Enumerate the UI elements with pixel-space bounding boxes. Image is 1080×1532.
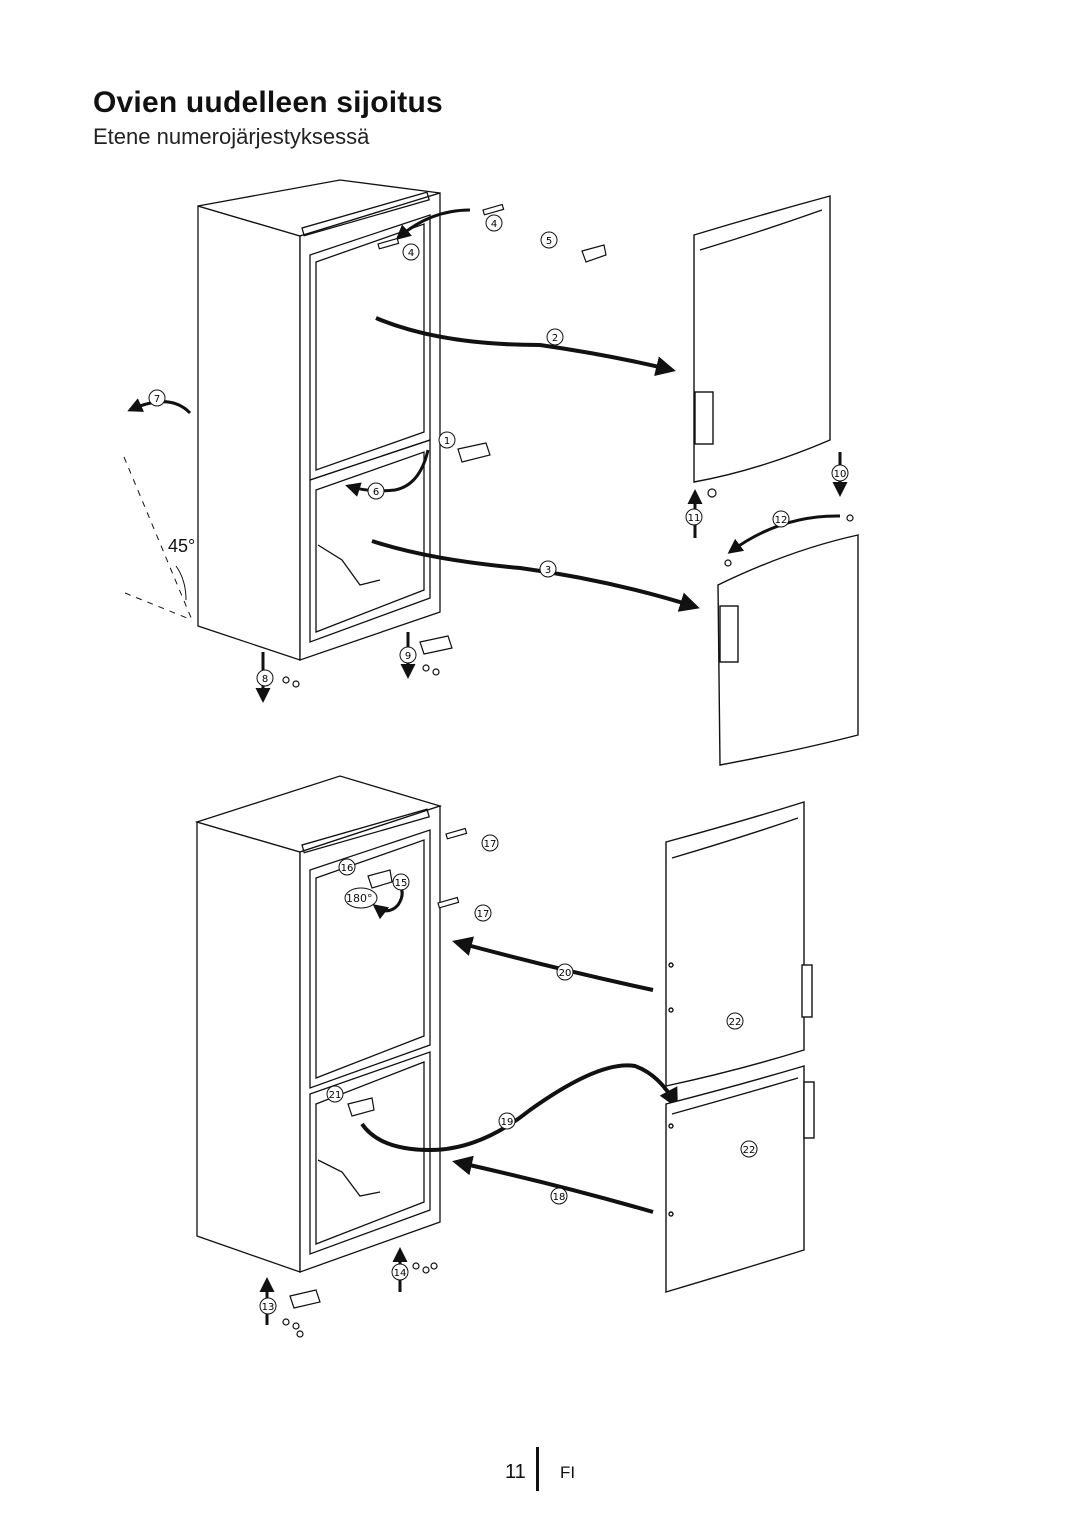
fridge-top	[197, 179, 441, 661]
step-13: 13	[259, 1297, 277, 1315]
svg-text:17: 17	[484, 839, 497, 850]
parts-bottom	[282, 827, 468, 1338]
step-8: 8	[256, 669, 274, 687]
step-21: 21	[326, 1085, 344, 1103]
svg-text:3: 3	[545, 565, 551, 576]
step-22b: 22	[740, 1140, 758, 1158]
step-18: 18	[550, 1187, 568, 1205]
step-17a: 17	[481, 834, 499, 852]
step-5: 5	[540, 231, 558, 249]
svg-text:5: 5	[546, 236, 552, 247]
svg-text:2: 2	[552, 333, 558, 344]
svg-text:20: 20	[559, 968, 572, 979]
svg-text:15: 15	[395, 878, 408, 889]
step-16: 16	[338, 858, 356, 876]
svg-text:17: 17	[477, 909, 490, 920]
step-4a: 4	[402, 243, 420, 261]
svg-text:22: 22	[729, 1017, 742, 1028]
step-14: 14	[391, 1263, 409, 1281]
svg-text:14: 14	[394, 1268, 407, 1279]
step-9: 9	[399, 646, 417, 664]
page-title: Ovien uudelleen sijoitus	[93, 86, 443, 119]
svg-text:22: 22	[743, 1145, 756, 1156]
step-22a: 22	[726, 1012, 744, 1030]
svg-text:18: 18	[553, 1192, 566, 1203]
language-code: FI	[560, 1463, 576, 1482]
step-7: 7	[148, 389, 166, 407]
svg-text:12: 12	[775, 515, 788, 526]
rotation-label: 180°	[346, 892, 373, 905]
svg-text:4: 4	[408, 248, 414, 259]
lower-door-2	[665, 1065, 815, 1293]
svg-text:21: 21	[329, 1090, 342, 1101]
page-number: 11	[505, 1461, 526, 1483]
step-20: 20	[556, 963, 574, 981]
angle-label: 45°	[168, 536, 195, 556]
svg-text:16: 16	[341, 863, 354, 874]
lower-door-1	[717, 534, 859, 766]
svg-text:9: 9	[405, 651, 411, 662]
svg-text:11: 11	[688, 513, 701, 524]
svg-text:10: 10	[834, 469, 847, 480]
svg-text:7: 7	[154, 394, 160, 405]
step-10: 10	[831, 464, 849, 482]
upper-door-1	[693, 195, 831, 483]
svg-text:6: 6	[373, 487, 379, 498]
step-17b: 17	[474, 904, 492, 922]
step-19: 19	[498, 1112, 516, 1130]
footer-divider	[536, 1447, 539, 1491]
step-12: 12	[772, 510, 790, 528]
fridge-bottom	[194, 775, 443, 1273]
step-1: 1	[438, 431, 456, 449]
page-subtitle: Etene numerojärjestyksessä	[93, 124, 370, 149]
step-6: 6	[367, 482, 385, 500]
step-15: 15	[392, 873, 410, 891]
step-4b: 4	[485, 214, 503, 232]
step-2: 2	[546, 328, 564, 346]
svg-text:19: 19	[501, 1117, 514, 1128]
svg-text:13: 13	[262, 1302, 275, 1313]
svg-text:4: 4	[491, 219, 497, 230]
parts-top	[282, 203, 854, 688]
step-markers: 1 2 3 4 4 5 6 7 8 9 10 11 12 13 14 15 16…	[148, 214, 849, 1315]
angle-guide	[123, 456, 193, 621]
svg-text:8: 8	[262, 674, 268, 685]
svg-text:1: 1	[444, 436, 450, 447]
step-11: 11	[685, 508, 703, 526]
step-3: 3	[539, 560, 557, 578]
upper-door-2	[665, 801, 813, 1087]
